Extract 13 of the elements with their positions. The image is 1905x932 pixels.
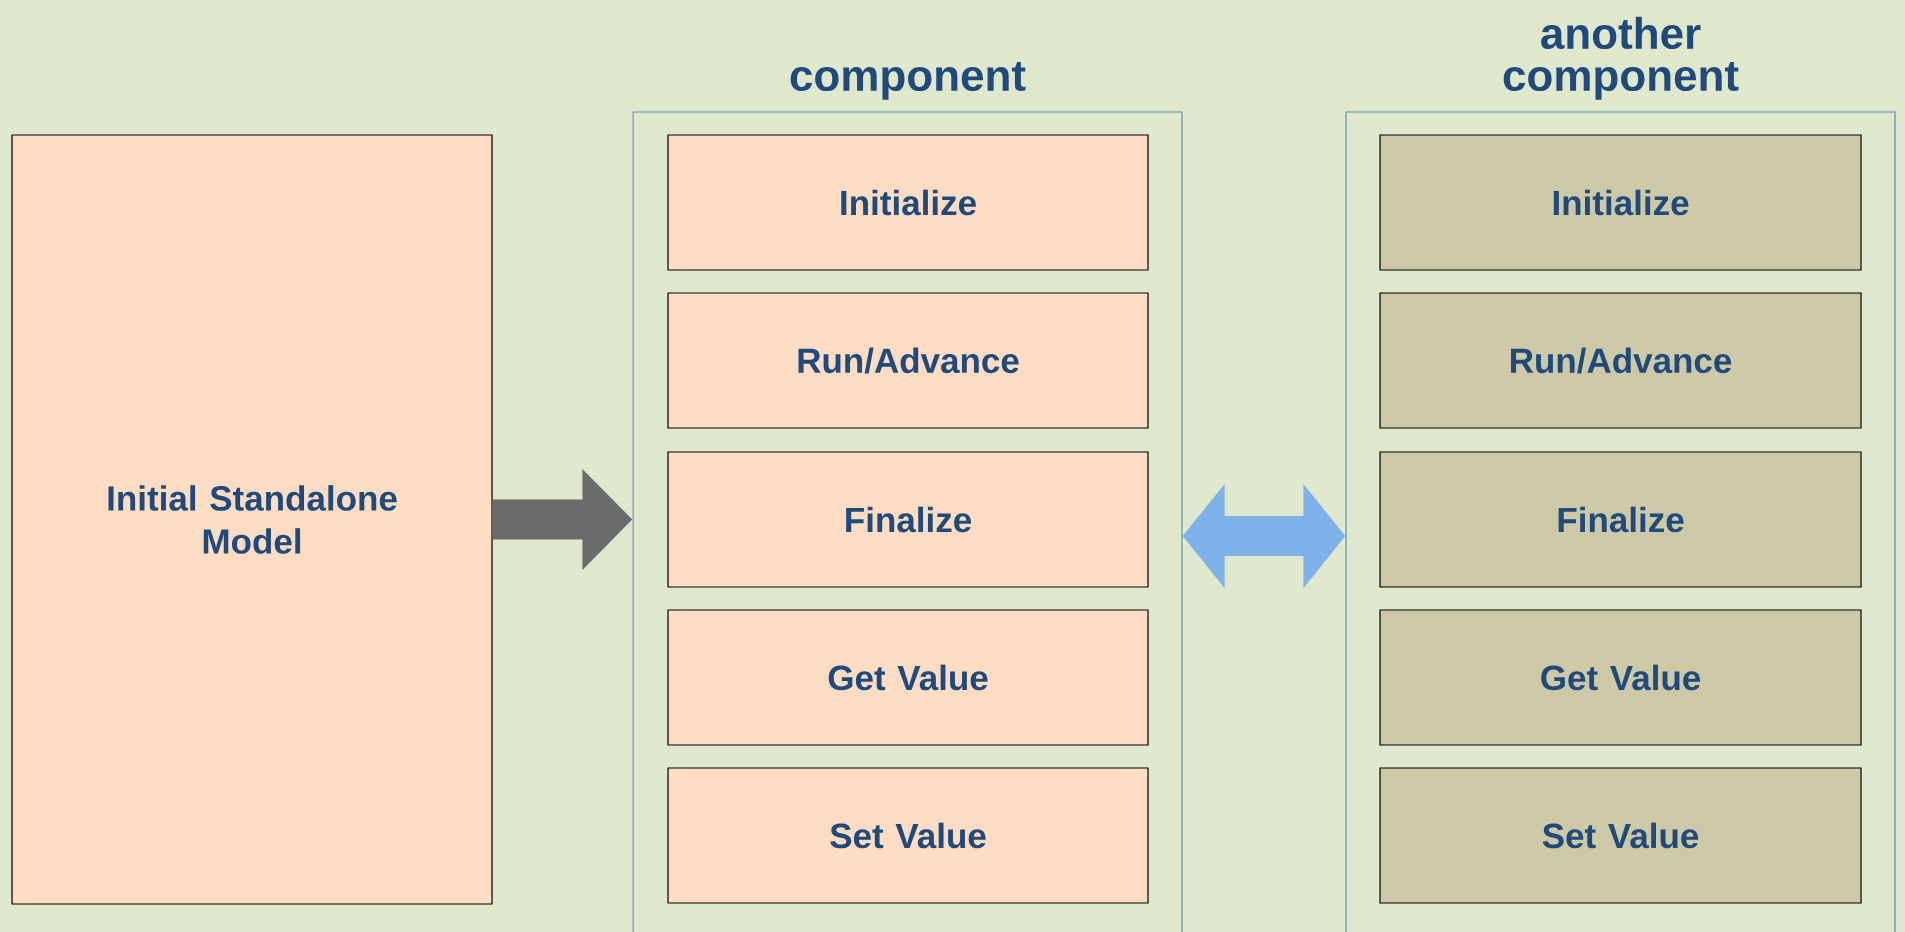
- process-box: Run/Advance: [1379, 292, 1862, 429]
- process-box: Set Value: [1379, 767, 1862, 904]
- process-box: Finalize: [1379, 451, 1862, 588]
- process-box: Get Value: [667, 609, 1149, 746]
- process-box: Initialize: [1379, 134, 1862, 271]
- process-box: Initial Standalone Model: [11, 134, 493, 905]
- process-box: Run/Advance: [667, 292, 1149, 429]
- process-box: Initialize: [667, 134, 1149, 271]
- component-title: another component: [1503, 16, 1739, 100]
- process-box: Set Value: [667, 767, 1149, 904]
- component-title: component: [790, 61, 1026, 100]
- process-box: Finalize: [667, 451, 1149, 588]
- process-box: Get Value: [1379, 609, 1862, 746]
